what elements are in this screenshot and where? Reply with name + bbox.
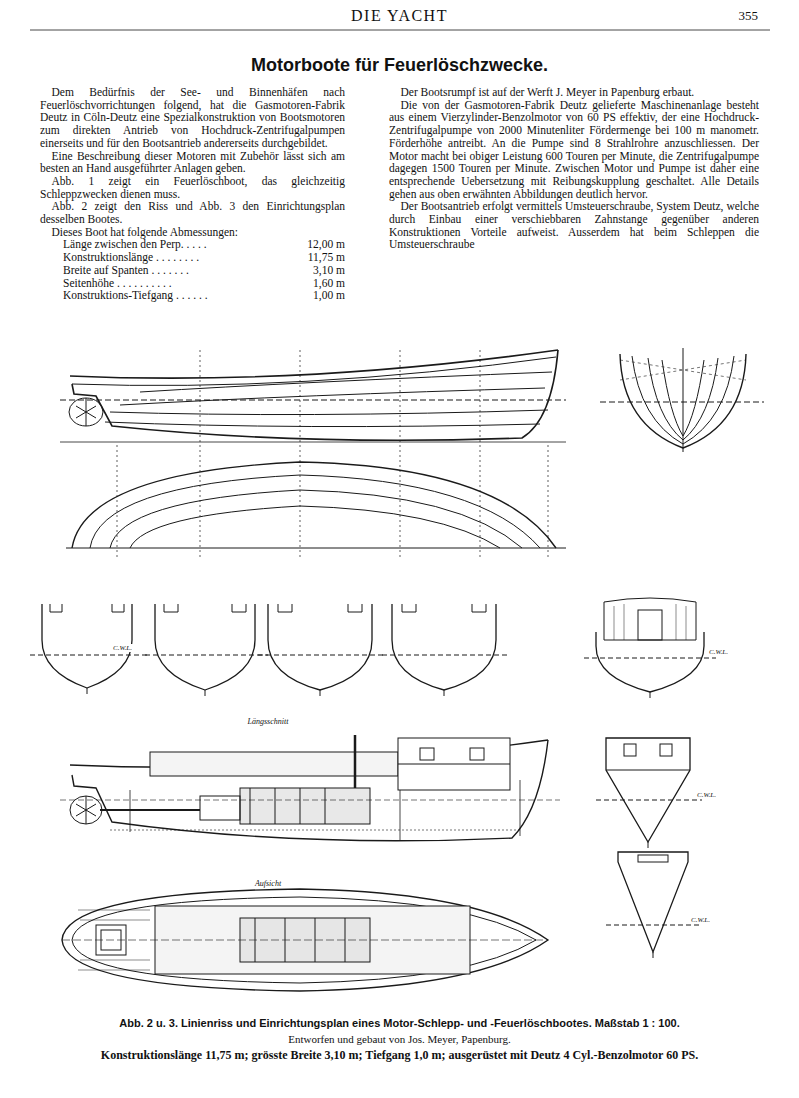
running-head: 355 — [700, 8, 758, 24]
dimension-value: 1,00 m — [293, 289, 345, 302]
text-column: Der Bootsrumpf ist auf der Werft J. Meye… — [389, 86, 759, 251]
dimension-name: Breite auf Spanten . . . . . . . — [63, 264, 293, 277]
body-paragraph: Abb. 1 zeigt ein Feuerlöschboot, das gle… — [40, 175, 345, 200]
cross-sections — [30, 598, 716, 698]
body-paragraph: Eine Beschreibung dieser Motoren mit Zub… — [40, 150, 345, 175]
dimension-value: 1,60 m — [293, 277, 345, 290]
body-paragraph: Der Bootsantrieb erfolgt vermittels Umst… — [389, 200, 759, 251]
dimension-name: Seitenhöhe . . . . . . . . . . — [63, 277, 293, 290]
bulkhead-frames — [596, 738, 702, 958]
dimension-value: 12,00 m — [293, 238, 345, 251]
body-paragraph: Abb. 2 zeigt den Riss und Abb. 3 den Ein… — [40, 200, 345, 225]
waterline-label: C.W.L. — [696, 791, 717, 799]
dimension-row: Breite auf Spanten . . . . . . .3,10 m — [63, 264, 345, 277]
page-title: Motorboote für Feuerlöschzwecke. — [0, 55, 799, 76]
text-column: Dem Bedürfnis der See- und Binnenhäfen n… — [40, 86, 345, 302]
dimension-row: Konstruktions-Tiefgang . . . . . .1,00 m — [63, 289, 345, 302]
dimension-value: 11,75 m — [293, 251, 345, 264]
caption-line: Entworfen und gebaut von Jos. Meyer, Pap… — [0, 1033, 799, 1045]
view-label: Längsschnitt — [232, 717, 304, 726]
waterline-label: C.W.L. — [708, 648, 729, 656]
dimension-name: Konstruktionslänge . . . . . . . . — [63, 251, 293, 264]
sheer-plan — [60, 350, 566, 560]
dimension-name: Länge zwischen den Perp. . . . . — [63, 238, 293, 251]
caption-line: Konstruktionslänge 11,75 m; grösste Brei… — [0, 1048, 799, 1063]
longitudinal-section — [60, 735, 560, 841]
running-head: DIE YACHT — [0, 7, 799, 25]
body-plan — [600, 348, 764, 452]
body-paragraph: Dieses Boot hat folgende Abmessungen: — [40, 226, 345, 239]
dimension-row: Länge zwischen den Perp. . . . .12,00 m — [63, 238, 345, 251]
dimension-value: 3,10 m — [293, 264, 345, 277]
dimension-row: Seitenhöhe . . . . . . . . . .1,60 m — [63, 277, 345, 290]
waterline-label: C.W.L. — [112, 644, 133, 652]
waterline-label: C.W.L. — [690, 916, 711, 924]
body-paragraph: Dem Bedürfnis der See- und Binnenhäfen n… — [40, 86, 345, 150]
dimension-name: Konstruktions-Tiefgang . . . . . . — [63, 289, 293, 302]
deck-plan — [62, 889, 548, 991]
body-paragraph: Der Bootsrumpf ist auf der Werft J. Meye… — [389, 86, 759, 99]
dimension-row: Konstruktionslänge . . . . . . . .11,75 … — [63, 251, 345, 264]
half-breadth-plan — [66, 462, 566, 548]
body-paragraph: Die von der Gasmotoren-Fabrik Deutz geli… — [389, 99, 759, 201]
view-label: Aufsicht — [232, 879, 304, 888]
figure-caption: Abb. 2 u. 3. Linienriss und Einrichtungs… — [10, 1017, 789, 1029]
